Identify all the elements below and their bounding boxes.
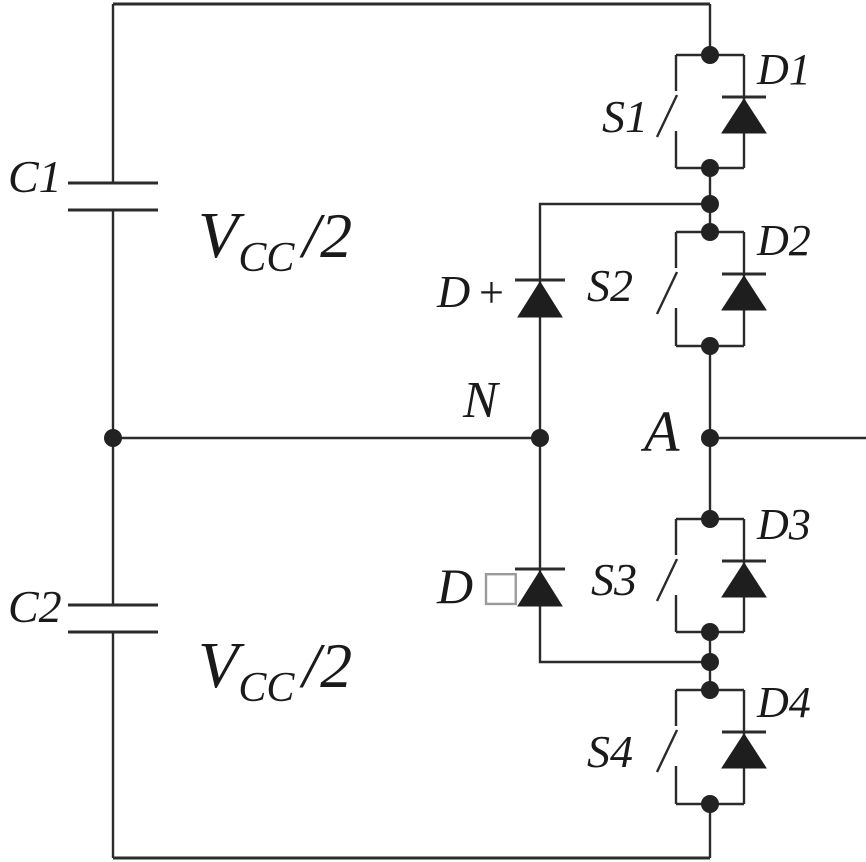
vcc-lower-label: VCC/2 — [198, 629, 352, 711]
junction-dot — [701, 681, 719, 699]
junction-dot — [104, 429, 122, 447]
capacitor-c2-symbol — [68, 603, 158, 634]
junction-dot — [701, 159, 719, 177]
missing-glyph-box: □ — [481, 561, 521, 610]
junction-dot — [701, 653, 719, 671]
diode-d1-label: D1 — [756, 45, 811, 94]
switch-s1-label: S1 — [602, 91, 648, 142]
junction-dot — [701, 795, 719, 813]
node-a-label: A — [640, 399, 680, 464]
clamp-diode-dminus-label: D□ — [436, 558, 521, 614]
switch-s4-label: S4 — [587, 726, 633, 777]
node-n-label: N — [462, 372, 501, 429]
antiparallel-diode-d1-symbol — [721, 55, 767, 168]
diode-d4-label: D4 — [756, 678, 811, 727]
junction-dot — [701, 337, 719, 355]
switch-cell-s1 — [655, 53, 767, 170]
switch-s2-symbol — [655, 232, 679, 346]
switch-s2-label: S2 — [587, 260, 633, 311]
switch-s3-symbol — [655, 519, 679, 632]
junction-dot — [701, 623, 719, 641]
switch-s1-symbol — [655, 55, 679, 168]
switch-cell-s2 — [655, 230, 767, 348]
clamp-diode-dminus-symbol — [515, 567, 565, 607]
antiparallel-diode-d2-symbol — [721, 232, 767, 346]
diode-d3-label: D3 — [756, 500, 811, 549]
junction-dot-node-n — [531, 429, 549, 447]
capacitor-c1-label: C1 — [8, 151, 62, 202]
vcc-upper-label: VCC/2 — [198, 199, 352, 281]
switch-cell-s3 — [655, 517, 767, 634]
switch-s4-symbol — [655, 690, 679, 804]
switch-s3-label: S3 — [591, 554, 637, 605]
antiparallel-diode-d4-symbol — [721, 690, 767, 804]
diode-d2-label: D2 — [756, 216, 811, 265]
junction-dot — [701, 223, 719, 241]
capacitor-c1-symbol — [68, 181, 158, 212]
junction-dot — [701, 46, 719, 64]
junction-dots — [104, 46, 719, 813]
switch-cell-s4 — [655, 688, 767, 806]
clamp-diode-dplus-label: D+ — [436, 266, 506, 317]
clamp-diode-dplus-symbol — [515, 278, 565, 318]
antiparallel-diode-d3-symbol — [721, 519, 767, 632]
capacitor-c2-label: C2 — [8, 581, 62, 632]
junction-dot-node-a — [701, 429, 719, 447]
junction-dot — [701, 195, 719, 213]
junction-dot — [701, 510, 719, 528]
